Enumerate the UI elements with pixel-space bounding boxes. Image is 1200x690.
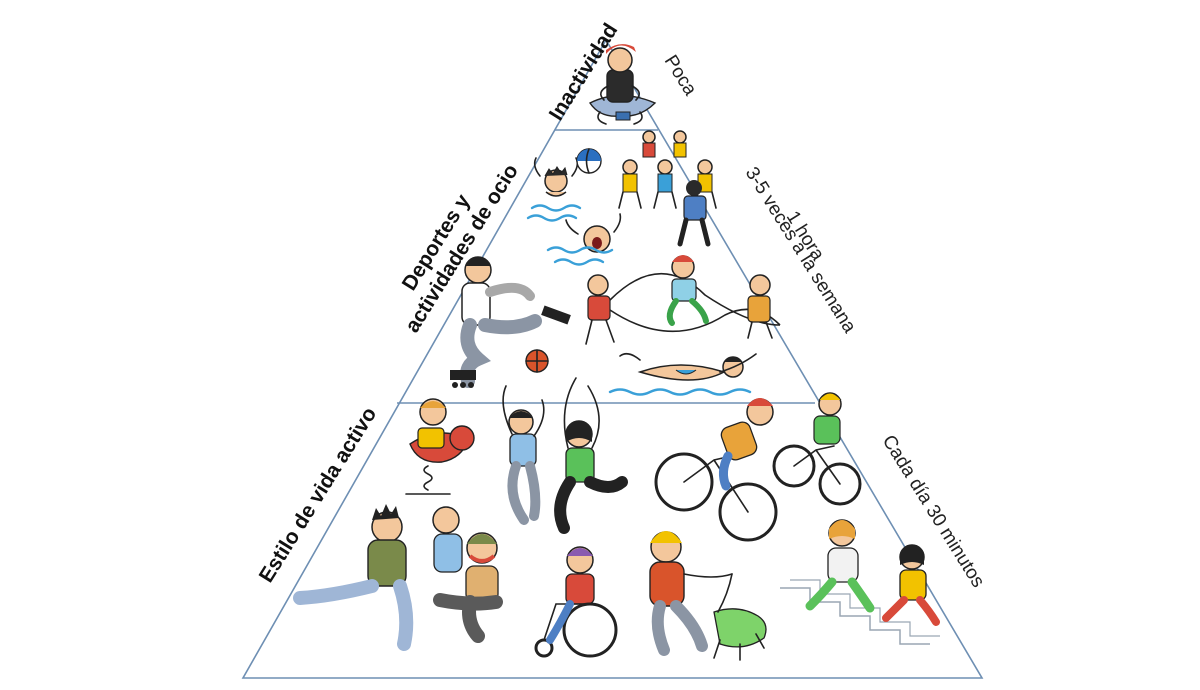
frequency-label-estilo: Cada día 30 minutos — [878, 432, 989, 592]
jump-rope-icon — [585, 255, 781, 345]
pyramid-outline — [241, 38, 984, 679]
stair-climbers-icon — [780, 519, 940, 645]
tier-label-estilo: Estilo de vida activo — [255, 403, 381, 586]
dog-walker-icon — [649, 531, 767, 661]
frequency-label-inactividad: Poca — [660, 52, 701, 100]
wheelchair-user-icon — [534, 546, 618, 658]
swimmers-icon — [526, 157, 622, 266]
spring-rider-icon — [405, 398, 475, 495]
rollerblader-icon — [450, 256, 571, 388]
walkers-icon — [293, 504, 503, 651]
beach-ball-icon — [576, 148, 602, 174]
cyclists-icon — [654, 392, 862, 542]
human-pyramid-icon — [618, 130, 717, 247]
basketball-players-icon — [502, 377, 628, 534]
basketball-icon — [525, 349, 549, 373]
swimmer-icon — [608, 352, 757, 396]
seated-gamer-icon — [588, 44, 657, 125]
